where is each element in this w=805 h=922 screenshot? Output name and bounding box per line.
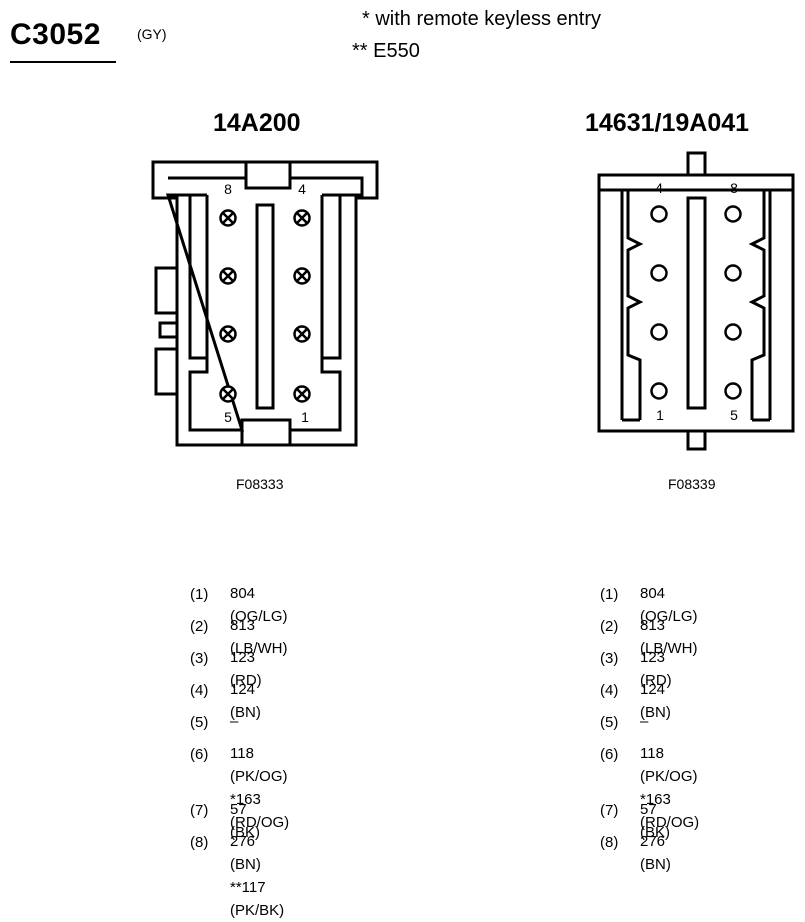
pin-8-terminal bbox=[219, 209, 237, 227]
pin-number: (3) bbox=[190, 650, 209, 667]
wire-circuit: 124 (BN) bbox=[640, 681, 671, 721]
pin-3-terminal bbox=[293, 267, 311, 285]
connector-id: C3052 bbox=[10, 18, 101, 51]
connector-1-pin-label: 8 bbox=[224, 181, 232, 197]
pin-6-terminal bbox=[724, 323, 742, 341]
pin-2-terminal bbox=[650, 323, 668, 341]
connector-1-pins bbox=[219, 209, 311, 403]
wire-circuit: 57 (BK) bbox=[640, 801, 670, 841]
connector-1-part-number: 14A200 bbox=[213, 109, 301, 137]
wire-circuit: 804 (OG/LG) bbox=[230, 585, 288, 625]
note-e550: ** E550 bbox=[352, 40, 420, 62]
wire-circuit: **117 (PK/BK) bbox=[230, 879, 285, 919]
wire-circuit: 276 (BN) bbox=[230, 833, 261, 873]
pin-number: (7) bbox=[600, 802, 619, 819]
wire-circuit: 813 (LB/WH) bbox=[230, 617, 288, 657]
pin-number: (8) bbox=[600, 834, 619, 851]
connector-2-pinout: (1) 804 (OG/LG) (2) 813 (LB/WH) (3) 123 (RD) (… bbox=[600, 585, 800, 886]
color-code: (GY) bbox=[137, 26, 167, 42]
pin-number: (7) bbox=[190, 802, 209, 819]
connector-1-figure-code: F08333 bbox=[236, 476, 284, 492]
pin-3-terminal bbox=[650, 264, 668, 282]
wire-circuit: 118 (PK/OG) bbox=[230, 745, 288, 785]
connector-1-pin-label: 1 bbox=[301, 409, 309, 425]
wire-circuit: 813 (LB/WH) bbox=[640, 617, 698, 657]
note-remote-keyless: * with remote keyless entry bbox=[362, 8, 601, 30]
pin-8-terminal bbox=[724, 205, 742, 223]
pin-4-terminal bbox=[293, 209, 311, 227]
pin-number: (4) bbox=[600, 682, 619, 699]
wire-circuit: 123 (RD) bbox=[230, 649, 262, 689]
connector-2-pin-label: 5 bbox=[730, 407, 738, 423]
connector-1-housing bbox=[151, 160, 379, 447]
connector-1-pinout: (1) 804 (OG/LG) (2) 813 (LB/WH) (3) 123 (RD) (… bbox=[190, 585, 450, 919]
pin-number: (1) bbox=[190, 586, 209, 603]
wire-circuit: 123 (RD) bbox=[640, 649, 672, 689]
pin-6-terminal bbox=[219, 325, 237, 343]
pin-2-terminal bbox=[293, 325, 311, 343]
wire-circuit: 804 (OG/LG) bbox=[640, 585, 698, 625]
pin-7-terminal bbox=[219, 267, 237, 285]
wire-circuit: 124 (BN) bbox=[230, 681, 261, 721]
connector-2-housing bbox=[597, 151, 795, 451]
pin-number: (5) bbox=[600, 714, 619, 731]
wire-circuit: 57 (BK) bbox=[230, 801, 260, 841]
wire-circuit: *163 (RD/OG) bbox=[230, 791, 290, 831]
title-underline bbox=[10, 61, 116, 63]
pin-number: (6) bbox=[190, 746, 209, 763]
connector-2-pins bbox=[650, 205, 742, 400]
pin-7-terminal bbox=[724, 264, 742, 282]
pin-5-terminal bbox=[724, 382, 742, 400]
pin-1-terminal bbox=[650, 382, 668, 400]
pin-5-terminal bbox=[219, 385, 237, 403]
pin-number: (6) bbox=[600, 746, 619, 763]
connector-1-pin-label: 4 bbox=[298, 181, 306, 197]
wire-circuit: – bbox=[230, 713, 239, 730]
wire-circuit: – bbox=[640, 713, 649, 730]
connector-2-part-number: 14631/19A041 bbox=[585, 109, 750, 137]
pin-number: (5) bbox=[190, 714, 209, 731]
connector-2-pin-label: 4 bbox=[655, 180, 663, 196]
pin-number: (2) bbox=[600, 618, 619, 635]
connector-diagrams: 8 4 5 1 4 8 1 5 bbox=[151, 151, 795, 451]
pin-number: (2) bbox=[190, 618, 209, 635]
pin-number: (3) bbox=[600, 650, 619, 667]
pin-4-terminal bbox=[650, 205, 668, 223]
connector-2-pin-label: 8 bbox=[730, 180, 738, 196]
pin-number: (4) bbox=[190, 682, 209, 699]
wire-circuit: 276 (BN) bbox=[640, 833, 671, 873]
pin-1-terminal bbox=[293, 385, 311, 403]
pin-number: (1) bbox=[600, 586, 619, 603]
connector-2-figure-code: F08339 bbox=[668, 476, 716, 492]
wire-circuit: *163 (RD/OG) bbox=[640, 791, 700, 831]
pin-number: (8) bbox=[190, 834, 209, 851]
connector-2-pin-label: 1 bbox=[656, 407, 664, 423]
connector-1-pin-label: 5 bbox=[224, 409, 232, 425]
wire-circuit: 118 (PK/OG) bbox=[640, 745, 698, 785]
